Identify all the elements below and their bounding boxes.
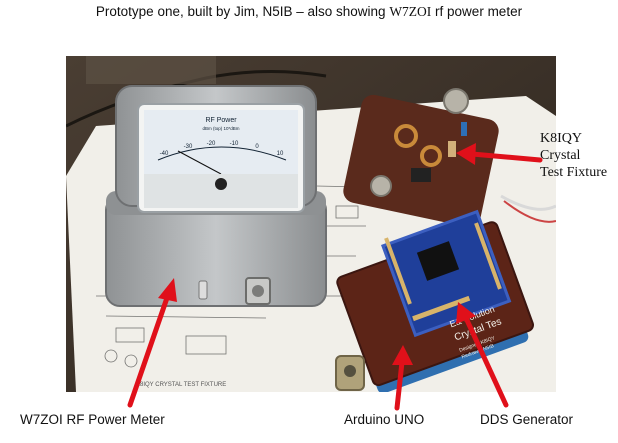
scale-1: -40: [160, 151, 169, 157]
caption-part-3: rf power meter: [431, 4, 523, 19]
meter-zero-adjust: [215, 178, 227, 190]
label-dds: DDS Generator: [480, 412, 574, 427]
scale-5: 0: [255, 144, 259, 150]
scale-4: -10: [230, 141, 239, 147]
scale-3: -20: [207, 141, 216, 147]
label-w7zoi: W7ZOI RF Power Meter: [20, 412, 165, 427]
scale-6: 10: [277, 151, 284, 157]
meter-subtitle: dBm (top) 10*dBm: [202, 126, 239, 131]
meter-title: RF Power: [205, 117, 237, 124]
meter-needle: [177, 150, 222, 175]
label-k8iqy: K8IQY Crystal Test Fixture: [540, 130, 607, 181]
meter-face: [144, 110, 298, 174]
photo-illustration: K8IQY CRYSTAL TEST FIXTURE E& Solution C…: [66, 56, 556, 392]
label-arduino: Arduino UNO: [344, 412, 425, 427]
label-k8iqy-line2: Crystal: [540, 148, 581, 163]
caption-part-2: W7ZOI: [389, 4, 432, 19]
label-k8iqy-line3: Test Fixture: [540, 165, 608, 180]
photo: K8IQY CRYSTAL TEST FIXTURE E& Solution C…: [66, 56, 556, 392]
caption: Prototype one, built by Jim, N5IB – also…: [0, 4, 618, 20]
scale-2: -30: [184, 144, 193, 150]
schematic-title: K8IQY CRYSTAL TEST FIXTURE: [136, 382, 226, 388]
caption-part-1: Prototype one, built by Jim, N5IB – also…: [95, 4, 390, 19]
label-k8iqy-line1: K8IQY: [540, 131, 582, 146]
